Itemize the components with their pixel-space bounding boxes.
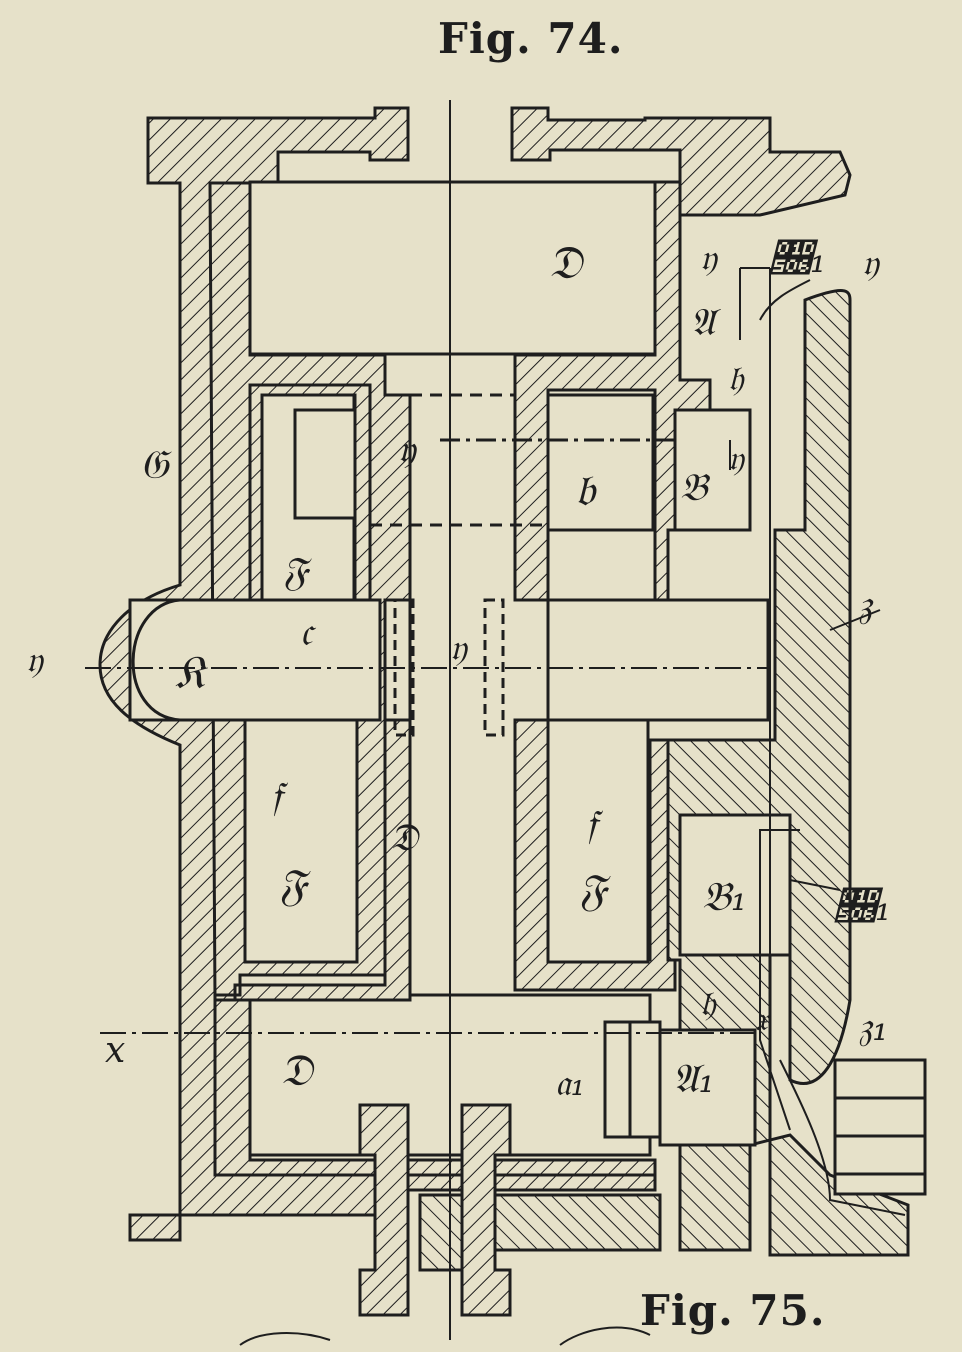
label-D-bottom: 𝔇 <box>280 1045 315 1096</box>
label-Z1: 𝔷₁ <box>858 1004 888 1050</box>
label-F-right: 𝔉 <box>578 865 611 916</box>
label-C1-bottom: 𝔆₁ <box>834 884 891 930</box>
chamber-B <box>673 408 752 532</box>
label-h-bottom: 𝔥 <box>700 984 717 1024</box>
valve-a1 <box>603 1020 662 1139</box>
label-x-right: 𝔵 <box>755 1000 771 1038</box>
label-K: 𝔎 <box>175 645 209 699</box>
gear-Z1 <box>833 1058 927 1196</box>
figure-caption-bottom: Fig. 75. <box>640 1286 826 1335</box>
label-F-top: 𝔉 <box>282 549 312 595</box>
pocket-inner-top-left <box>293 408 357 520</box>
crank-bar-end <box>131 598 181 722</box>
label-B: 𝔅 <box>680 465 711 509</box>
label-y-mid: 𝔶 <box>398 427 417 471</box>
label-y-top-right: 𝔶 <box>862 243 880 284</box>
label-h-top: 𝔥 <box>728 359 745 399</box>
label-A-top: 𝔄 <box>690 300 721 344</box>
label-a1: 𝔞₁ <box>555 1063 585 1104</box>
label-D-top: 𝔇 <box>548 235 585 289</box>
label-C1-top: 𝔆₁ <box>769 236 826 282</box>
label-y-center: 𝔶 <box>450 628 468 669</box>
label-D-mid: 𝔇 <box>390 815 421 859</box>
label-A1: 𝔄₁ <box>672 1056 715 1102</box>
right-lower-plate <box>418 1193 662 1272</box>
bottom-shaft-right <box>460 1103 512 1317</box>
label-x-left: x <box>105 1030 125 1071</box>
label-F-left: 𝔉 <box>278 860 311 911</box>
label-Z: 𝔷 <box>858 582 874 628</box>
chamber-top <box>248 180 657 356</box>
label-C-left: 𝔊 <box>140 442 172 488</box>
label-y-left: 𝔶 <box>26 640 44 681</box>
dashed-pin-right <box>483 598 505 737</box>
chamber-B1 <box>678 813 792 957</box>
bottom-shaft-left <box>358 1103 410 1317</box>
label-y-top-left: 𝔶 <box>700 238 718 279</box>
crank-bar-right <box>546 598 770 722</box>
outer-casing-right-top <box>510 106 852 217</box>
pocket-F-bottom-left <box>243 718 359 964</box>
label-y-b: 𝔶 <box>728 439 745 479</box>
pocket-b-top-right <box>546 393 655 532</box>
figure-caption-top: Fig. 74. <box>438 14 624 63</box>
pocket-F-bottom-right <box>546 718 650 964</box>
label-B1: 𝔅₁ <box>702 874 747 920</box>
label-b: 𝔟 <box>575 465 598 516</box>
